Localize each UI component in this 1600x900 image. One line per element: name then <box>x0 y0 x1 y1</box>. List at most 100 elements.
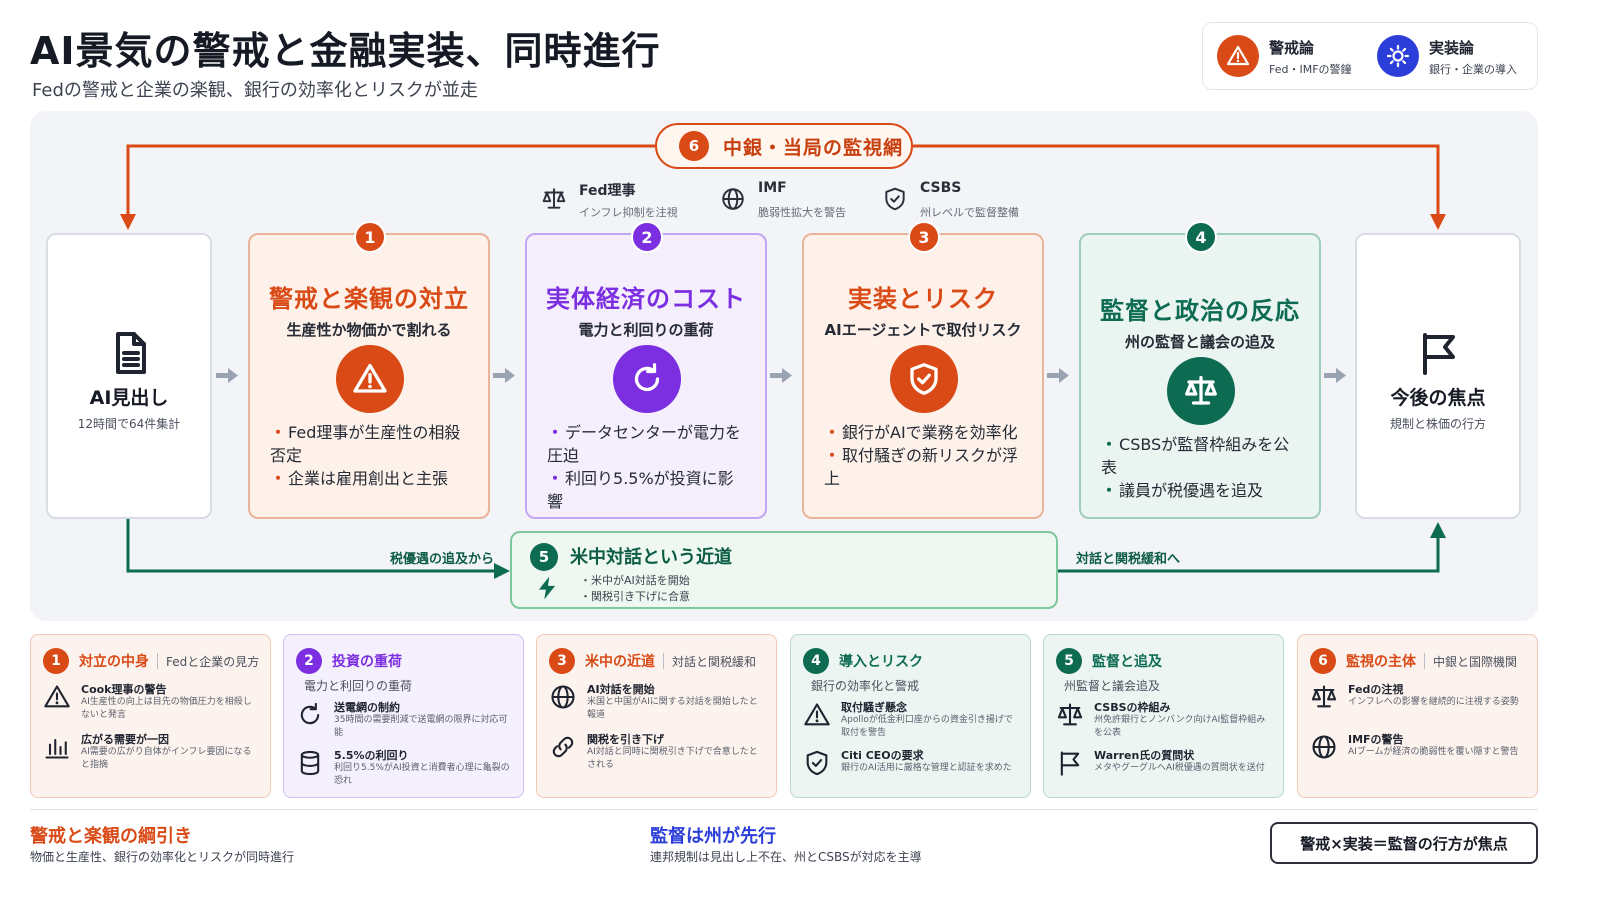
detail-item-name: Cook理事の警告 <box>81 683 167 696</box>
globe-icon <box>549 683 577 711</box>
detail-item-desc: 州免許銀行とノンバンク向けAI監督枠組みを公表 <box>1094 715 1266 738</box>
stage-title: 実体経済のコスト <box>546 285 746 313</box>
refresh-icon <box>296 701 324 729</box>
detail-card-subline: 電力と利回りの重荷 <box>304 679 413 693</box>
mid-number: 5 <box>530 543 558 571</box>
actor-sub: インフレ抑制を注視 <box>579 206 678 219</box>
detail-item-name: Fedの注視 <box>1348 683 1404 696</box>
detail-item-name: AI対話を開始 <box>587 683 655 696</box>
detail-card-note: Fedと企業の見方 <box>166 654 260 669</box>
legend-name: 実装論 <box>1429 39 1475 57</box>
detail-item-desc: Apolloが低金利口座からの資金引き揚げで取付を警告 <box>841 715 1013 738</box>
stage-subtitle: 生産性か物価かで割れる <box>286 321 452 339</box>
detail-card-title: 監督と追及 <box>1092 654 1162 670</box>
stage-bullet-text: CSBSが監督枠組みを公表 <box>1101 435 1290 477</box>
stage-conflict: 1 警戒と楽観の対立 生産性か物価かで割れる ・Fed理事が生産性の相殺否定・企… <box>248 221 490 519</box>
return-arrow-left <box>494 563 510 579</box>
actor-name: IMF <box>758 180 787 196</box>
detail-item-desc: 銀行のAI活用に厳格な管理と認証を求めた <box>841 763 1012 773</box>
globe-icon <box>1310 733 1338 761</box>
legend-sub: Fed・IMFの警鐘 <box>1269 63 1352 76</box>
stage-title: 警戒と楽観の対立 <box>269 285 469 313</box>
detail-item-name: 広がる需要が一因 <box>81 733 169 746</box>
stage-bullets: ・データセンターが電力を圧迫・利回り5.5%が投資に影響 <box>547 421 749 513</box>
top-loop-number: 6 <box>679 131 709 161</box>
stage-bullet-text: 利回り5.5%が投資に影響 <box>547 469 734 511</box>
stage-bullet: ・議員が税優遇を追及 <box>1101 481 1264 500</box>
stage-title: 実装とリスク <box>848 285 998 313</box>
end-card-sub: 規制と株価の行方 <box>1389 417 1486 431</box>
start-card-title: AI見出し <box>89 387 169 409</box>
stage-bullet: ・取付騒ぎの新リスクが浮上 <box>824 446 1019 488</box>
lightning-icon <box>534 573 560 603</box>
stage-bullet-text: 企業は雇用創出と主張 <box>288 469 449 488</box>
stage-bullets: ・銀行がAIで業務を効率化・取付騒ぎの新リスクが浮上 <box>824 421 1026 490</box>
stage-bullets: ・CSBSが監督枠組みを公表・議員が税優遇を追及 <box>1101 433 1303 502</box>
stage-supervision: 4 監督と政治の反応 州の監督と議会の追及 ・CSBSが監督枠組みを公表・議員が… <box>1079 221 1321 519</box>
page-subtitle: Fedの警戒と企業の楽観、銀行の効率化とリスクが並走 <box>32 80 478 101</box>
detail-card-title: 投資の重荷 <box>332 654 402 670</box>
detail-item-name: CSBSの枠組み <box>1094 701 1171 714</box>
detail-card-separator <box>1424 653 1425 669</box>
footer-left-sub: 物価と生産性、銀行の効率化とリスクが同時進行 <box>30 850 295 864</box>
detail-card-separator <box>157 653 158 669</box>
page-title: AI景気の警戒と金融実装、同時進行 <box>30 29 661 73</box>
actor-sub: 州レベルで監督整備 <box>920 206 1019 219</box>
end-card: 今後の焦点 規制と株価の行方 <box>1355 233 1521 519</box>
detail-item-desc: AI需要の広がり自体がインフレ要因になると指摘 <box>81 747 252 770</box>
stage-bullet: ・利回り5.5%が投資に影響 <box>547 469 734 511</box>
detail-card-title: 米中の近道 <box>585 654 655 670</box>
stage-number: 1 <box>354 221 386 253</box>
stage-bullets: ・Fed理事が生産性の相殺否定・企業は雇用創出と主張 <box>270 421 472 490</box>
detail-card-adoption-risk: 4 導入とリスク 銀行の効率化と警戒 取付騒ぎ懸念 Apolloが低金利口座から… <box>790 634 1031 798</box>
detail-card-oversight: 5 監督と追及 州監督と議会追及 CSBSの枠組み 州免許銀行とノンバンク向けA… <box>1043 634 1284 798</box>
detail-card-number: 5 <box>1056 648 1082 674</box>
stage-real-cost: 2 実体経済のコスト 電力と利回りの重荷 ・データセンターが電力を圧迫・利回り5… <box>525 221 767 519</box>
return-line-left <box>126 519 498 573</box>
refresh-icon <box>613 345 681 413</box>
detail-card-header: 6 監視の主体 中銀と国際機関 <box>1310 647 1517 675</box>
loop-arrow-left <box>120 214 136 230</box>
stage-bullet: ・銀行がAIで業務を効率化 <box>824 423 1018 442</box>
stage-bullet-text: データセンターが電力を圧迫 <box>547 423 742 465</box>
detail-card-number: 2 <box>296 648 322 674</box>
detail-item-desc: 利回り5.5%がAI投資と消費者心理に亀裂の恐れ <box>334 763 510 786</box>
detail-item-desc: AIブームが経済の脆弱性を覆い隠すと警告 <box>1348 747 1519 757</box>
shield-check-icon <box>890 345 958 413</box>
start-card: AI見出し 12時間で64件集計 <box>46 233 212 519</box>
flow-label-right: 対話と関税緩和へ <box>1076 552 1181 567</box>
detail-card-header: 1 対立の中身 Fedと企業の見方 <box>43 647 259 675</box>
sun-icon <box>1377 35 1419 77</box>
stage-number: 3 <box>908 221 940 253</box>
stage-subtitle: 電力と利回りの重荷 <box>578 321 714 339</box>
mid-line: ・米中がAI対話を開始 <box>580 574 690 587</box>
detail-card-header: 2 投資の重荷 <box>296 647 402 675</box>
detail-item-name: 関税を引き下げ <box>587 733 664 746</box>
stage-bullet-text: 議員が税優遇を追及 <box>1119 481 1264 500</box>
start-card-sub: 12時間で64件集計 <box>77 417 181 431</box>
detail-item-name: IMFの警告 <box>1348 733 1404 746</box>
actor-name: Fed理事 <box>579 183 636 199</box>
detail-card-investment: 2 投資の重荷 電力と利回りの重荷 送電網の制約 35時間の需要削減で送電網の限… <box>283 634 524 798</box>
stage-number: 4 <box>1185 221 1217 253</box>
return-arrow-right <box>1430 522 1446 538</box>
actor-name: CSBS <box>920 180 962 196</box>
detail-card-header: 4 導入とリスク <box>803 647 923 675</box>
detail-item-desc: AI生産性の向上は目先の物価圧力を相殺しないと発言 <box>81 697 252 720</box>
detail-card-us-china: 3 米中の近道 対話と関税緩和 AI対話を開始 米国と中国がAIに関する対話を開… <box>536 634 777 798</box>
warning-icon <box>1217 35 1259 77</box>
detail-card-conflict: 1 対立の中身 Fedと企業の見方 Cook理事の警告 AI生産性の向上は目先の… <box>30 634 271 798</box>
flow-label-left: 税優遇の追及から <box>390 552 495 567</box>
detail-item-desc: 35時間の需要削減で送電網の限界に対応可能 <box>334 715 508 738</box>
detail-item-name: 送電網の制約 <box>334 701 400 714</box>
stage-implementation-risk: 3 実装とリスク AIエージェントで取付リスク ・銀行がAIで業務を効率化・取付… <box>802 221 1044 519</box>
stage-bullet: ・Fed理事が生産性の相殺否定 <box>270 423 461 465</box>
footer-left-title: 警戒と楽観の綱引き <box>30 826 192 847</box>
end-card-title: 今後の焦点 <box>1390 387 1486 409</box>
detail-card-header: 3 米中の近道 対話と関税緩和 <box>549 647 756 675</box>
loop-arrow-right <box>1430 214 1446 230</box>
legend: 警戒論 Fed・IMFの警鐘 実装論 銀行・企業の導入 <box>1202 22 1538 90</box>
mid-title: 米中対話という近道 <box>570 547 732 568</box>
stage-bullet-text: 取付騒ぎの新リスクが浮上 <box>824 446 1019 488</box>
